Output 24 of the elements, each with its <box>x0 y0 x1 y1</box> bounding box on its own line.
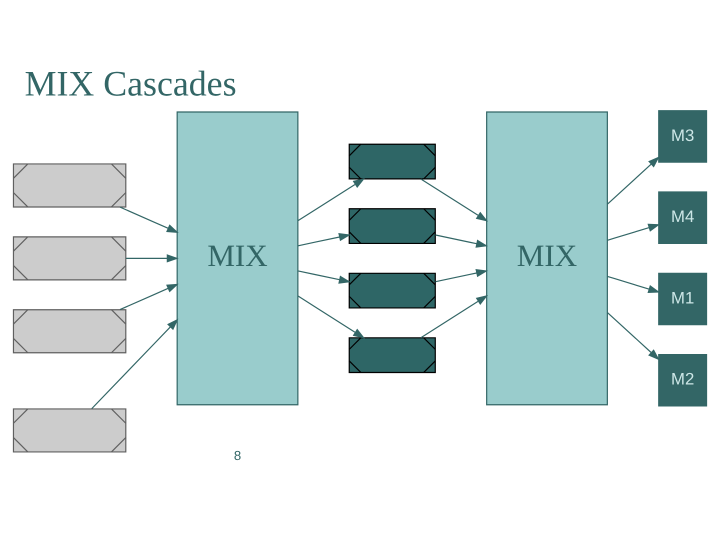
diagram-title: MIX Cascades <box>24 63 237 104</box>
arrow <box>435 268 488 282</box>
arrow <box>126 254 179 263</box>
arrow <box>120 206 179 233</box>
node-box: M4 <box>658 191 708 244</box>
arrow <box>298 270 351 284</box>
arrow <box>298 178 366 222</box>
arrow <box>298 232 351 246</box>
node-box: MIX <box>486 111 608 406</box>
node-box: MIX <box>176 111 298 406</box>
arrow <box>607 224 660 241</box>
label: 8 <box>234 448 242 464</box>
arrow <box>420 295 488 338</box>
node-box: M2 <box>658 354 708 407</box>
arrow <box>607 156 660 205</box>
arrow <box>607 312 660 360</box>
arrow <box>420 178 488 222</box>
node-box: M1 <box>658 272 708 326</box>
arrow <box>120 284 179 310</box>
node-box: M3 <box>658 110 708 163</box>
arrow <box>298 296 366 339</box>
arrow <box>435 234 488 248</box>
arrow <box>91 318 178 410</box>
arrow <box>607 276 660 293</box>
